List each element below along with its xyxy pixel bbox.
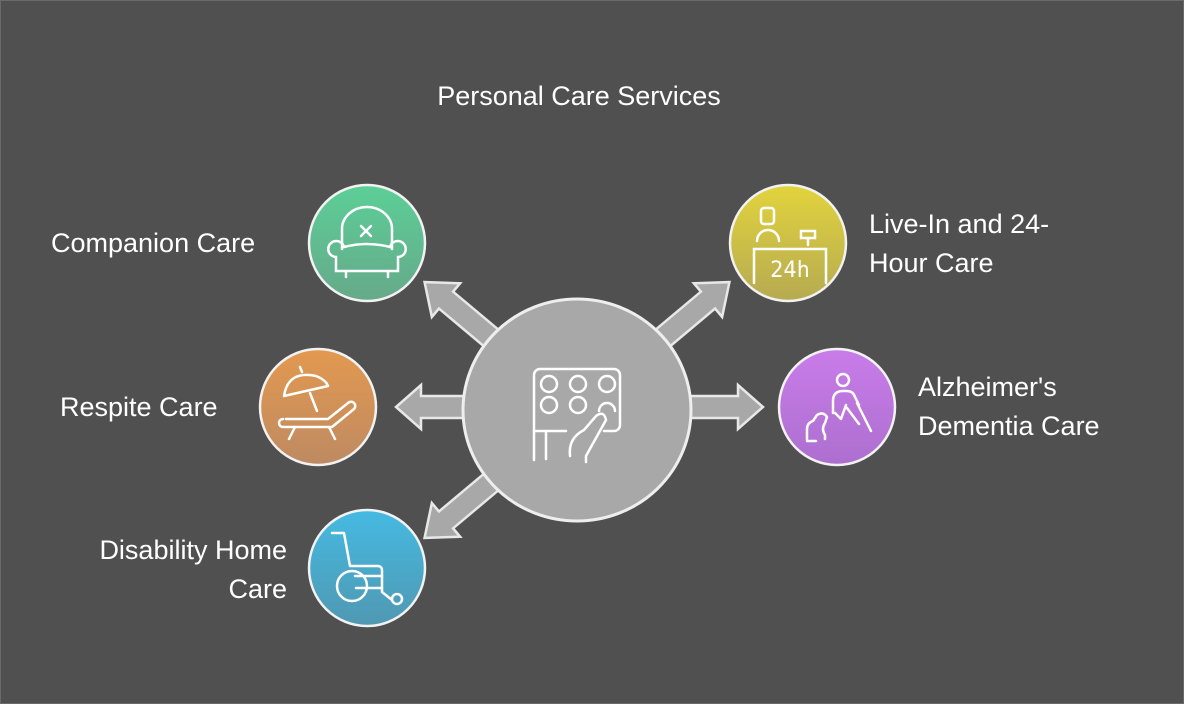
label-disability-line1: Disability Home bbox=[99, 535, 287, 565]
arrow-lower-left bbox=[423, 471, 501, 540]
diagram-title: Personal Care Services bbox=[437, 81, 721, 111]
sunbed-umbrella-icon bbox=[277, 365, 357, 441]
arrow-upper-right bbox=[653, 280, 731, 349]
keypad-hand-icon bbox=[532, 367, 622, 464]
armchair-icon bbox=[327, 205, 407, 279]
arrow-right bbox=[681, 382, 765, 432]
label-alzheimers-line1: Alzheimer's bbox=[918, 372, 1057, 402]
guide-dog-cane-icon bbox=[805, 372, 873, 443]
service-circle-live-in: 24h bbox=[728, 183, 848, 303]
service-circle-alzheimers bbox=[777, 347, 897, 467]
label-respite-care: Respite Care bbox=[60, 392, 218, 422]
label-companion-care: Companion Care bbox=[51, 228, 256, 258]
reception-24h-icon bbox=[752, 206, 828, 285]
arrow-left bbox=[394, 382, 473, 432]
wheelchair-icon bbox=[330, 531, 404, 606]
service-circle-companion bbox=[307, 183, 427, 303]
label-live-in-line1: Live-In and 24- bbox=[869, 209, 1050, 239]
service-circle-disability bbox=[307, 508, 427, 628]
icon-24h-text: 24h bbox=[770, 258, 810, 283]
label-live-in-line2: Hour Care bbox=[869, 248, 994, 278]
service-circle-respite bbox=[258, 347, 378, 467]
center-hub bbox=[461, 297, 693, 523]
arrow-upper-left bbox=[423, 280, 501, 349]
label-alzheimers-line2: Dementia Care bbox=[918, 411, 1100, 441]
label-disability-line2: Care bbox=[228, 574, 287, 604]
